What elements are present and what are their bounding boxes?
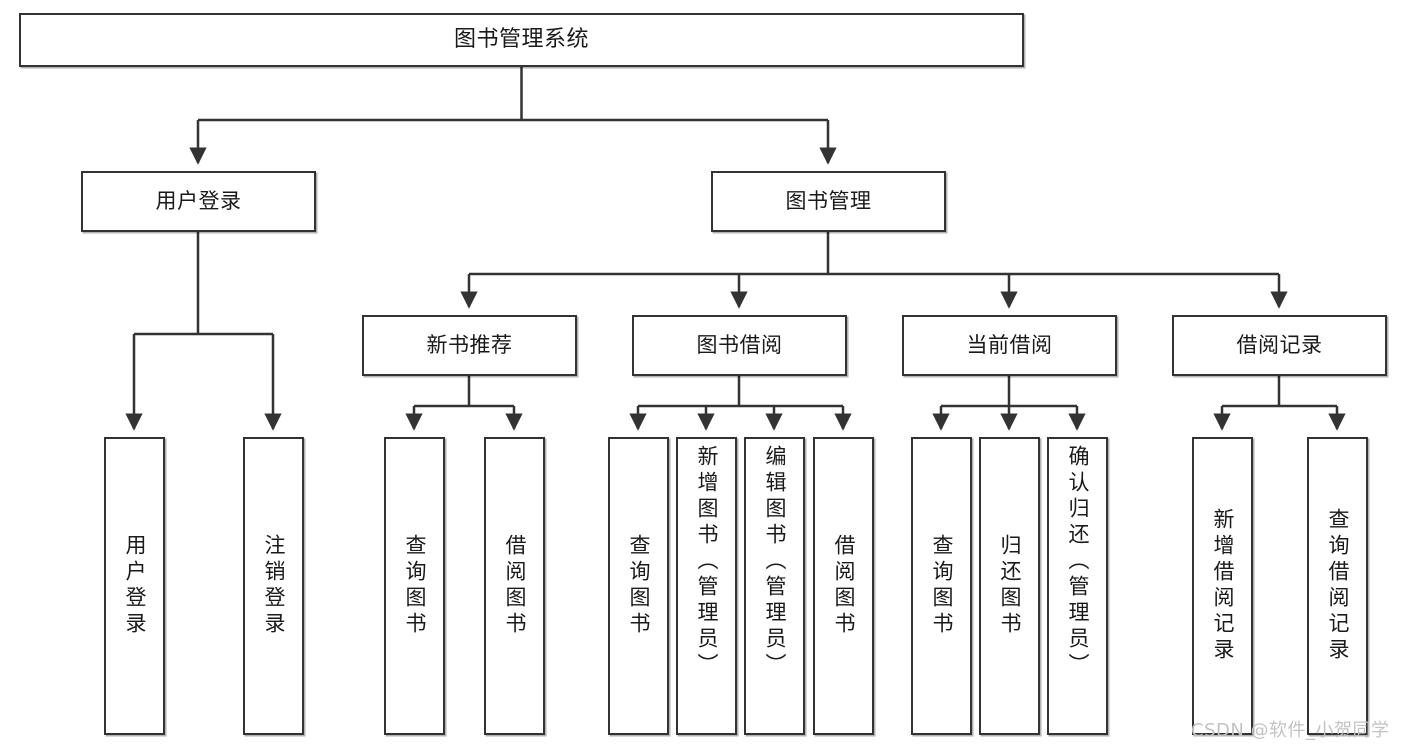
leaf-query-borrow-record[interactable]: 查询借阅记录 [1307,437,1368,735]
node-label: 新增图书（管理员） [695,445,719,679]
node-label: 查询图书 [930,534,954,638]
leaf-borrow-book-recommend[interactable]: 借阅图书 [484,437,545,735]
leaf-query-book-recommend[interactable]: 查询图书 [384,437,445,735]
node-book-borrow[interactable]: 图书借阅 [632,315,847,376]
node-book-management[interactable]: 图书管理 [711,171,946,232]
node-label: 用户登录 [155,189,242,214]
leaf-query-book-borrow[interactable]: 查询图书 [608,437,669,735]
node-new-book-recommend[interactable]: 新书推荐 [362,315,577,376]
node-label: 借阅记录 [1236,333,1323,358]
node-label: 确认归还（管理员） [1066,445,1090,679]
node-label: 图书管理 [785,189,872,214]
csdn-watermark: CSDN @软件_小贺同学 [1191,716,1390,742]
node-label: 借阅图书 [503,534,527,638]
node-label: 归还图书 [998,534,1022,638]
leaf-borrow-book[interactable]: 借阅图书 [813,437,874,735]
node-label: 查询图书 [627,534,651,638]
node-label: 用户登录 [123,534,147,638]
leaf-return-book[interactable]: 归还图书 [979,437,1040,735]
node-label: 新增借阅记录 [1211,508,1235,664]
node-label: 借阅图书 [832,534,856,638]
node-borrow-record[interactable]: 借阅记录 [1172,315,1387,376]
node-label: 查询图书 [403,534,427,638]
leaf-edit-book-admin[interactable]: 编辑图书（管理员） [744,437,805,735]
leaf-logout[interactable]: 注销登录 [243,437,304,735]
leaf-add-book-admin[interactable]: 新增图书（管理员） [676,437,737,735]
node-label: 当前借阅 [966,333,1053,358]
node-user-login[interactable]: 用户登录 [81,171,316,232]
leaf-query-book-current[interactable]: 查询图书 [911,437,972,735]
node-label: 图书管理系统 [453,27,589,53]
node-label: 图书借阅 [696,333,783,358]
leaf-confirm-return-admin[interactable]: 确认归还（管理员） [1047,437,1108,735]
leaf-add-borrow-record[interactable]: 新增借阅记录 [1192,437,1253,735]
leaf-user-login[interactable]: 用户登录 [104,437,165,735]
node-root-book-management-system[interactable]: 图书管理系统 [19,13,1024,67]
node-label: 新书推荐 [426,333,513,358]
node-label: 编辑图书（管理员） [763,445,787,679]
node-current-borrow[interactable]: 当前借阅 [902,315,1117,376]
watermark-text: CSDN @软件_小贺同学 [1191,720,1390,741]
node-label: 查询借阅记录 [1326,508,1350,664]
node-label: 注销登录 [262,534,286,638]
